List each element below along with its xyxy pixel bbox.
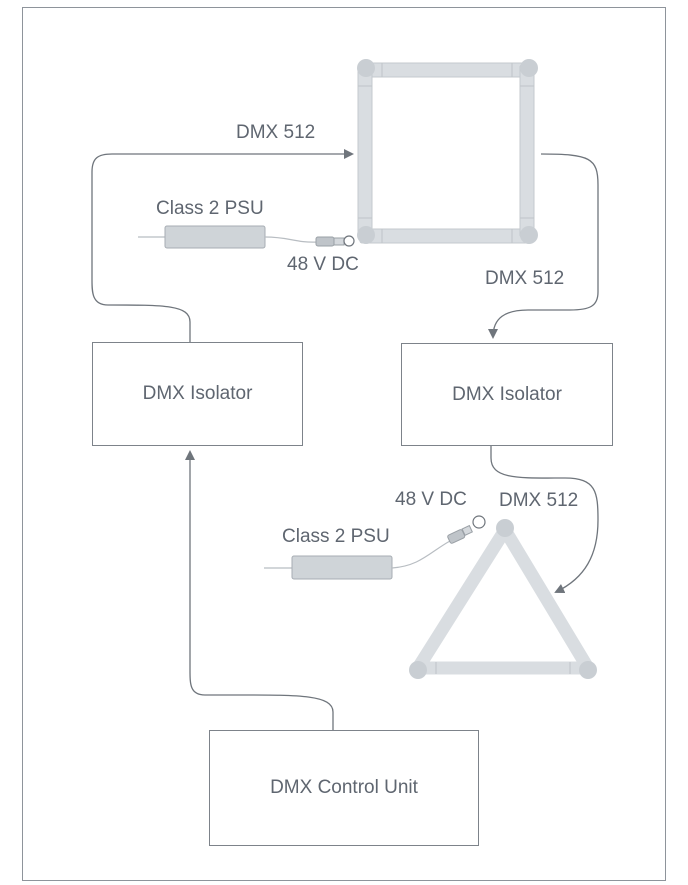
dmx-isolator-right-label: DMX Isolator [452, 383, 562, 405]
dmx-wires [91, 149, 599, 730]
dmx-control-unit: DMX Control Unit [209, 730, 479, 846]
dmx-label-top: DMX 512 [236, 122, 316, 143]
dmx-isolator-right: DMX Isolator [401, 343, 613, 446]
psu-label-top: Class 2 PSU [156, 198, 264, 219]
dmx-label-right: DMX 512 [485, 268, 565, 289]
voltage-label-top: 48 V DC [287, 254, 359, 275]
triangle-light-fixture [409, 519, 597, 679]
dmx-wire-left-to-square [91, 149, 354, 342]
psu-top [138, 225, 355, 249]
psu-lower [264, 515, 486, 580]
dmx-wire-right-isolator-to-triangle [490, 445, 599, 594]
dmx-wire-control-to-left-isolator [185, 450, 334, 730]
dmx-label-lower: DMX 512 [499, 490, 579, 511]
dmx-wire-square-to-right-isolator [488, 153, 599, 339]
voltage-label-lower: 48 V DC [395, 489, 467, 510]
dmx-isolator-left-label: DMX Isolator [142, 383, 253, 404]
diagram-frame [22, 7, 666, 881]
dmx-control-unit-label: DMX Control Unit [270, 777, 418, 798]
square-light-fixture [357, 59, 538, 244]
dmx-isolator-left: DMX Isolator [92, 342, 303, 446]
psu-label-lower: Class 2 PSU [282, 526, 390, 547]
